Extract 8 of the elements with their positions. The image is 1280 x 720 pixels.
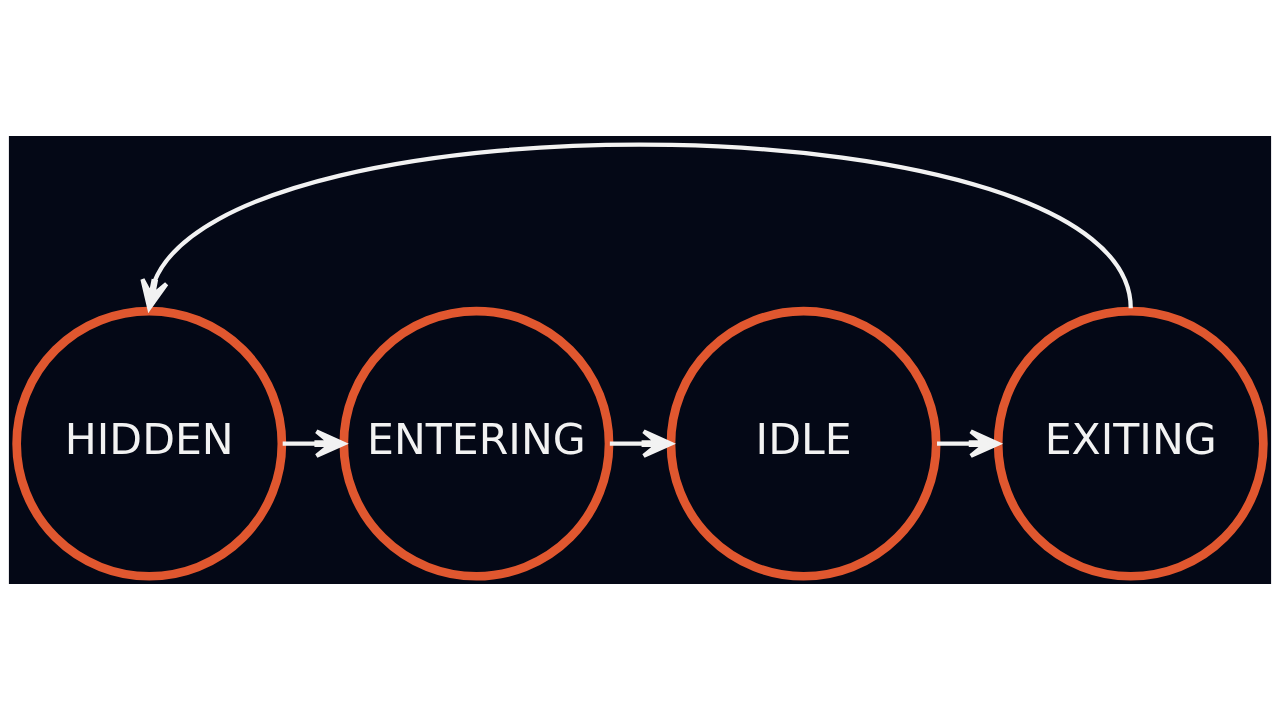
arrow <box>140 142 1133 311</box>
node-circle: ENTERING <box>339 306 614 581</box>
node-circle: HIDDEN <box>12 306 287 581</box>
arrow <box>609 429 673 458</box>
arrow <box>937 429 1001 458</box>
node-circle: EXITING <box>993 306 1268 581</box>
node-circle: IDLE <box>666 306 941 581</box>
arrow <box>282 429 346 458</box>
